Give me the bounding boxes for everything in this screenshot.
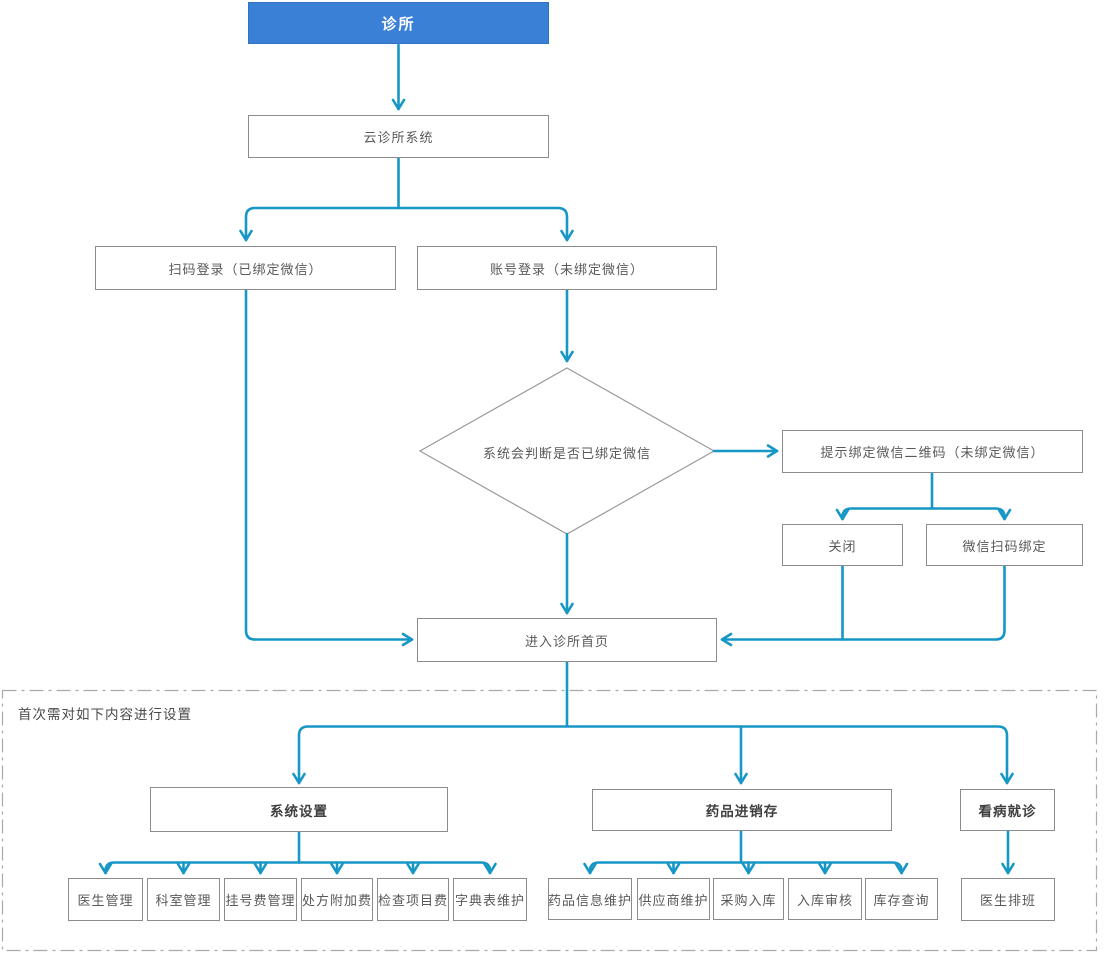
flow-node-see-doctor: 看病就诊 [960, 789, 1055, 831]
flow-node-close: 关闭 [782, 524, 903, 566]
connector-bind-home [720, 564, 1006, 647]
flow-node-dictionary-maintenance: 字典表维护 [453, 878, 527, 921]
flow-node-doctor-schedule: 医生排班 [961, 878, 1055, 921]
connector-prompt-branch [835, 507, 1012, 521]
flow-node-department-management: 科室管理 [147, 878, 220, 921]
first-setup-container-border [1, 689, 1098, 952]
flow-node-stock-query: 库存查询 [865, 878, 938, 920]
flow-node-clinic: 诊所 [248, 2, 549, 44]
decision-judge-wechat: 系统会判断是否已绑定微信 [482, 447, 651, 462]
flow-node-scan-login: 扫码登录（已绑定微信） [95, 246, 396, 290]
flow-node-system-settings: 系统设置 [150, 787, 448, 832]
flow-node-drug-info-maintenance: 药品信息维护 [548, 878, 632, 920]
flow-node-registration-fee: 挂号费管理 [224, 878, 297, 921]
connector-login-branch [239, 206, 574, 242]
flow-node-purchase-inbound: 采购入库 [713, 878, 784, 920]
flow-node-doctor-management: 医生管理 [68, 878, 143, 921]
flow-node-exam-item-fee: 检查项目费 [377, 878, 449, 921]
flow-node-account-login: 账号登录（未绑定微信） [417, 246, 717, 290]
flow-node-bind-prompt: 提示绑定微信二维码（未绑定微信） [782, 430, 1083, 473]
flow-node-cloud-system: 云诊所系统 [248, 115, 549, 158]
flow-node-supplier-maintenance: 供应商维护 [637, 878, 710, 920]
connector-scan-home [244, 288, 414, 647]
flow-node-drug-inventory: 药品进销存 [592, 789, 892, 831]
first-setup-note: 首次需对如下内容进行设置 [18, 707, 192, 723]
connector-syssettings-branch [98, 861, 497, 875]
flow-node-inbound-audit: 入库审核 [788, 878, 862, 920]
connector-setup-branch [292, 725, 1014, 785]
connector-druginv-branch [583, 861, 909, 875]
flow-node-clinic-home: 进入诊所首页 [417, 618, 717, 662]
flow-node-prescription-surcharge: 处方附加费 [301, 878, 373, 921]
flow-node-wechat-scan-bind: 微信扫码绑定 [926, 524, 1083, 566]
